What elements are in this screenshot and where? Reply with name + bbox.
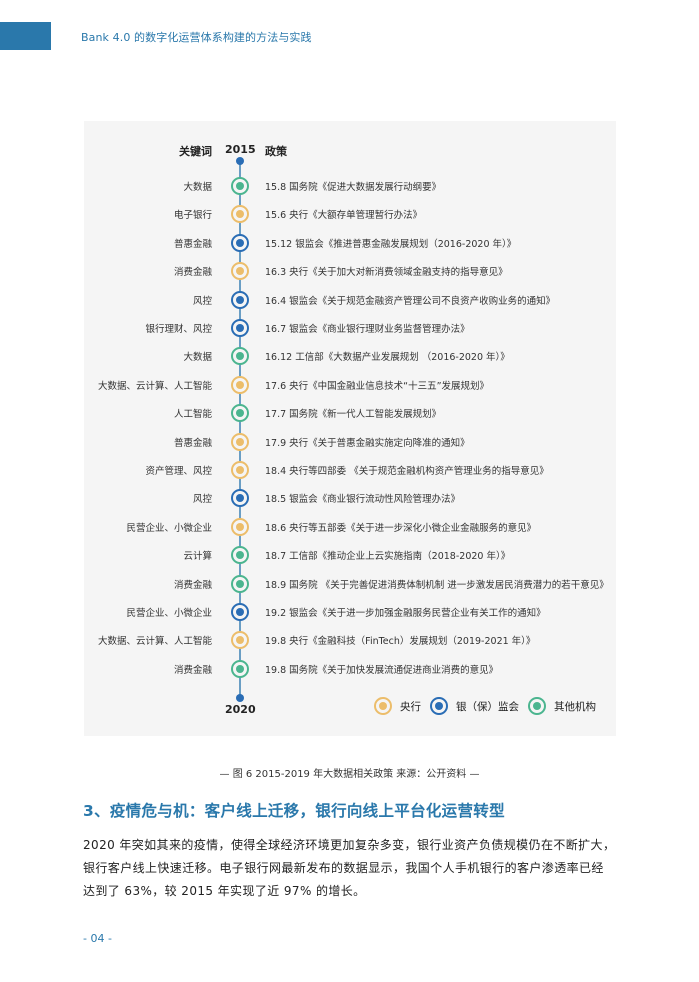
issuer-circle-icon (231, 659, 249, 678)
row-keyword: 民营企业、小微企业 (126, 608, 212, 619)
page-number: - 04 - (83, 932, 112, 945)
row-policy: 18.4 央行等四部委 《关于规范金融机构资产管理业务的指导意见》 (265, 466, 549, 477)
issuer-circle-icon (231, 489, 249, 508)
issuer-circle-icon (231, 631, 249, 650)
issuer-circle-icon (231, 517, 249, 536)
row-keyword: 民营企业、小微企业 (126, 522, 212, 534)
issuer-circle-icon (231, 262, 249, 281)
row-policy: 18.5 银监会《商业银行流动性风险管理办法》 (265, 494, 461, 506)
header-accent-bar (0, 22, 51, 50)
timeline-end-dot (236, 694, 244, 702)
timeline-row: 银行理财、风控 16.7 银监会《商业银行理财业务监督管理办法》 (84, 319, 616, 337)
issuer-legend: 央行 银（保）监会 其他机构 (374, 697, 605, 715)
row-policy: 15.12 银监会《推进普惠金融发展规划（2016-2020 年）》 (265, 238, 517, 250)
row-keyword: 云计算 (183, 551, 212, 563)
timeline-row: 消费金融 19.8 国务院《关于加快发展流通促进商业消费的意见》 (84, 659, 616, 678)
circle-marker-icon (430, 697, 448, 715)
column-header-keyword: 关键词 (179, 145, 212, 158)
row-keyword: 大数据、云计算、人工智能 (97, 380, 212, 392)
row-keyword: 电子银行 (173, 210, 212, 222)
timeline-row: 大数据、云计算、人工智能 19.8 央行《金融科技（FinTech）发展规划（20… (84, 631, 616, 650)
issuer-circle-icon (231, 404, 249, 423)
timeline-row: 大数据、云计算、人工智能 17.6 央行《中国金融业信息技术“十三五”发展规划》 (84, 375, 616, 394)
issuer-circle-icon (231, 347, 249, 366)
row-policy: 18.6 央行等五部委《关于进一步深化小微企业金融服务的意见》 (265, 522, 537, 534)
timeline-row: 消费金融 18.9 国务院 《关于完善促进消费体制机制 进一步激发居民消费潜力的若… (84, 574, 616, 593)
issuer-circle-icon (231, 290, 249, 309)
row-keyword: 消费金融 (173, 267, 212, 279)
timeline-row: 消费金融 16.3 央行《关于加大对新消费领域金融支持的指导意见》 (84, 262, 616, 281)
timeline-start-dot (236, 157, 244, 165)
row-policy: 17.6 央行《中国金融业信息技术“十三五”发展规划》 (265, 380, 490, 392)
row-policy: 19.8 央行《金融科技（FinTech）发展规划（2019-2021 年）》 (265, 636, 536, 648)
row-keyword: 大数据 (183, 352, 212, 364)
row-policy: 16.3 央行《关于加大对新消费领域金融支持的指导意见》 (265, 267, 508, 279)
row-keyword: 消费金融 (173, 664, 212, 676)
row-policy: 19.2 银监会《关于进一步加强金融服务民营企业有关工作的通知》 (265, 608, 546, 619)
row-keyword: 消费金融 (173, 579, 212, 591)
issuer-circle-icon (231, 375, 249, 394)
issuer-circle-icon (231, 233, 249, 252)
timeline-row: 风控 16.4 银监会《关于规范金融资产管理公司不良资产收购业务的通知》 (84, 290, 616, 309)
circle-marker-icon (374, 697, 392, 715)
running-header-title: Bank 4.0 的数字化运营体系构建的方法与实践 (81, 31, 312, 44)
row-policy: 17.9 央行《关于普惠金融实施定向降准的通知》 (265, 437, 470, 449)
body-paragraph: 2020 年突如其来的疫情，使得全球经济环境更加复杂多变，银行业资产负债规模仍在… (83, 834, 623, 903)
legend-label: 央行 (400, 700, 421, 713)
timeline-row: 云计算 18.7 工信部《推动企业上云实施指南（2018-2020 年）》 (84, 546, 616, 565)
timeline-row: 风控 18.5 银监会《商业银行流动性风险管理办法》 (84, 489, 616, 508)
row-keyword: 普惠金融 (173, 437, 212, 449)
timeline-row: 民营企业、小微企业 19.2 银监会《关于进一步加强金融服务民营企业有关工作的通知… (84, 603, 616, 621)
row-keyword: 大数据、云计算、人工智能 (97, 636, 212, 648)
issuer-circle-icon (231, 319, 249, 337)
row-policy: 16.12 工信部《大数据产业发展规划 （2016-2020 年）》 (265, 352, 510, 364)
figure-caption: — 图 6 2015-2019 年大数据相关政策 来源：公开资料 — (219, 769, 480, 780)
timeline-row: 电子银行 15.6 央行《大额存单管理暂行办法》 (84, 205, 616, 224)
timeline-end-year: 2020 (225, 703, 256, 716)
row-keyword: 银行理财、风控 (145, 324, 212, 335)
issuer-circle-icon (231, 177, 249, 195)
legend-item-other: 其他机构 (528, 697, 596, 715)
issuer-circle-icon (231, 432, 249, 451)
issuer-circle-icon (231, 603, 249, 621)
row-policy: 18.7 工信部《推动企业上云实施指南（2018-2020 年）》 (265, 551, 511, 563)
issuer-circle-icon (231, 205, 249, 224)
paragraph-line: 2020 年突如其来的疫情，使得全球经济环境更加复杂多变，银行业资产负债规模仍在… (83, 838, 616, 852)
row-keyword: 人工智能 (173, 409, 212, 421)
timeline-row: 人工智能 17.7 国务院《新一代人工智能发展规划》 (84, 404, 616, 423)
paragraph-line: 银行客户线上快速迁移。电子银行网最新发布的数据显示，我国个人手机银行的客户渗透率… (83, 861, 604, 875)
legend-label: 银（保）监会 (456, 700, 519, 713)
issuer-circle-icon (231, 574, 249, 593)
row-policy: 16.4 银监会《关于规范金融资产管理公司不良资产收购业务的通知》 (265, 295, 556, 307)
timeline-row: 普惠金融 15.12 银监会《推进普惠金融发展规划（2016-2020 年）》 (84, 233, 616, 252)
row-policy: 15.6 央行《大额存单管理暂行办法》 (265, 210, 423, 222)
policy-timeline-figure: 关键词 2015 政策 2020 大数据 15.8 国务院《促进大数据发展行动纲要… (84, 121, 616, 736)
timeline-row: 大数据 16.12 工信部《大数据产业发展规划 （2016-2020 年）》 (84, 347, 616, 366)
row-keyword: 风控 (192, 295, 212, 307)
circle-marker-icon (528, 697, 546, 715)
row-keyword: 风控 (192, 494, 212, 506)
legend-item-pboc: 央行 (374, 697, 421, 715)
legend-label: 其他机构 (554, 700, 596, 713)
row-keyword: 大数据 (183, 182, 212, 193)
legend-item-cbrc: 银（保）监会 (430, 697, 519, 715)
timeline-row: 资产管理、风控 18.4 央行等四部委 《关于规范金融机构资产管理业务的指导意见》 (84, 461, 616, 479)
paragraph-line: 达到了 63%，较 2015 年实现了近 97% 的增长。 (83, 884, 366, 898)
timeline-axis-line (239, 159, 241, 698)
timeline-row: 民营企业、小微企业 18.6 央行等五部委《关于进一步深化小微企业金融服务的意见》 (84, 517, 616, 536)
section-heading: 3、疫情危与机：客户线上迁移，银行向线上平台化运营转型 (83, 802, 505, 820)
row-keyword: 普惠金融 (173, 238, 212, 250)
row-policy: 18.9 国务院 《关于完善促进消费体制机制 进一步激发居民消费潜力的若干意见》 (265, 579, 609, 591)
timeline-row: 普惠金融 17.9 央行《关于普惠金融实施定向降准的通知》 (84, 432, 616, 451)
timeline-start-year: 2015 (225, 143, 256, 156)
row-policy: 16.7 银监会《商业银行理财业务监督管理办法》 (265, 324, 470, 335)
issuer-circle-icon (231, 461, 249, 479)
row-policy: 17.7 国务院《新一代人工智能发展规划》 (265, 409, 442, 421)
column-header-policy: 政策 (265, 145, 287, 158)
timeline-row: 大数据 15.8 国务院《促进大数据发展行动纲要》 (84, 177, 616, 195)
row-policy: 15.8 国务院《促进大数据发展行动纲要》 (265, 182, 442, 193)
row-policy: 19.8 国务院《关于加快发展流通促进商业消费的意见》 (265, 664, 499, 676)
issuer-circle-icon (231, 546, 249, 565)
row-keyword: 资产管理、风控 (145, 466, 212, 477)
